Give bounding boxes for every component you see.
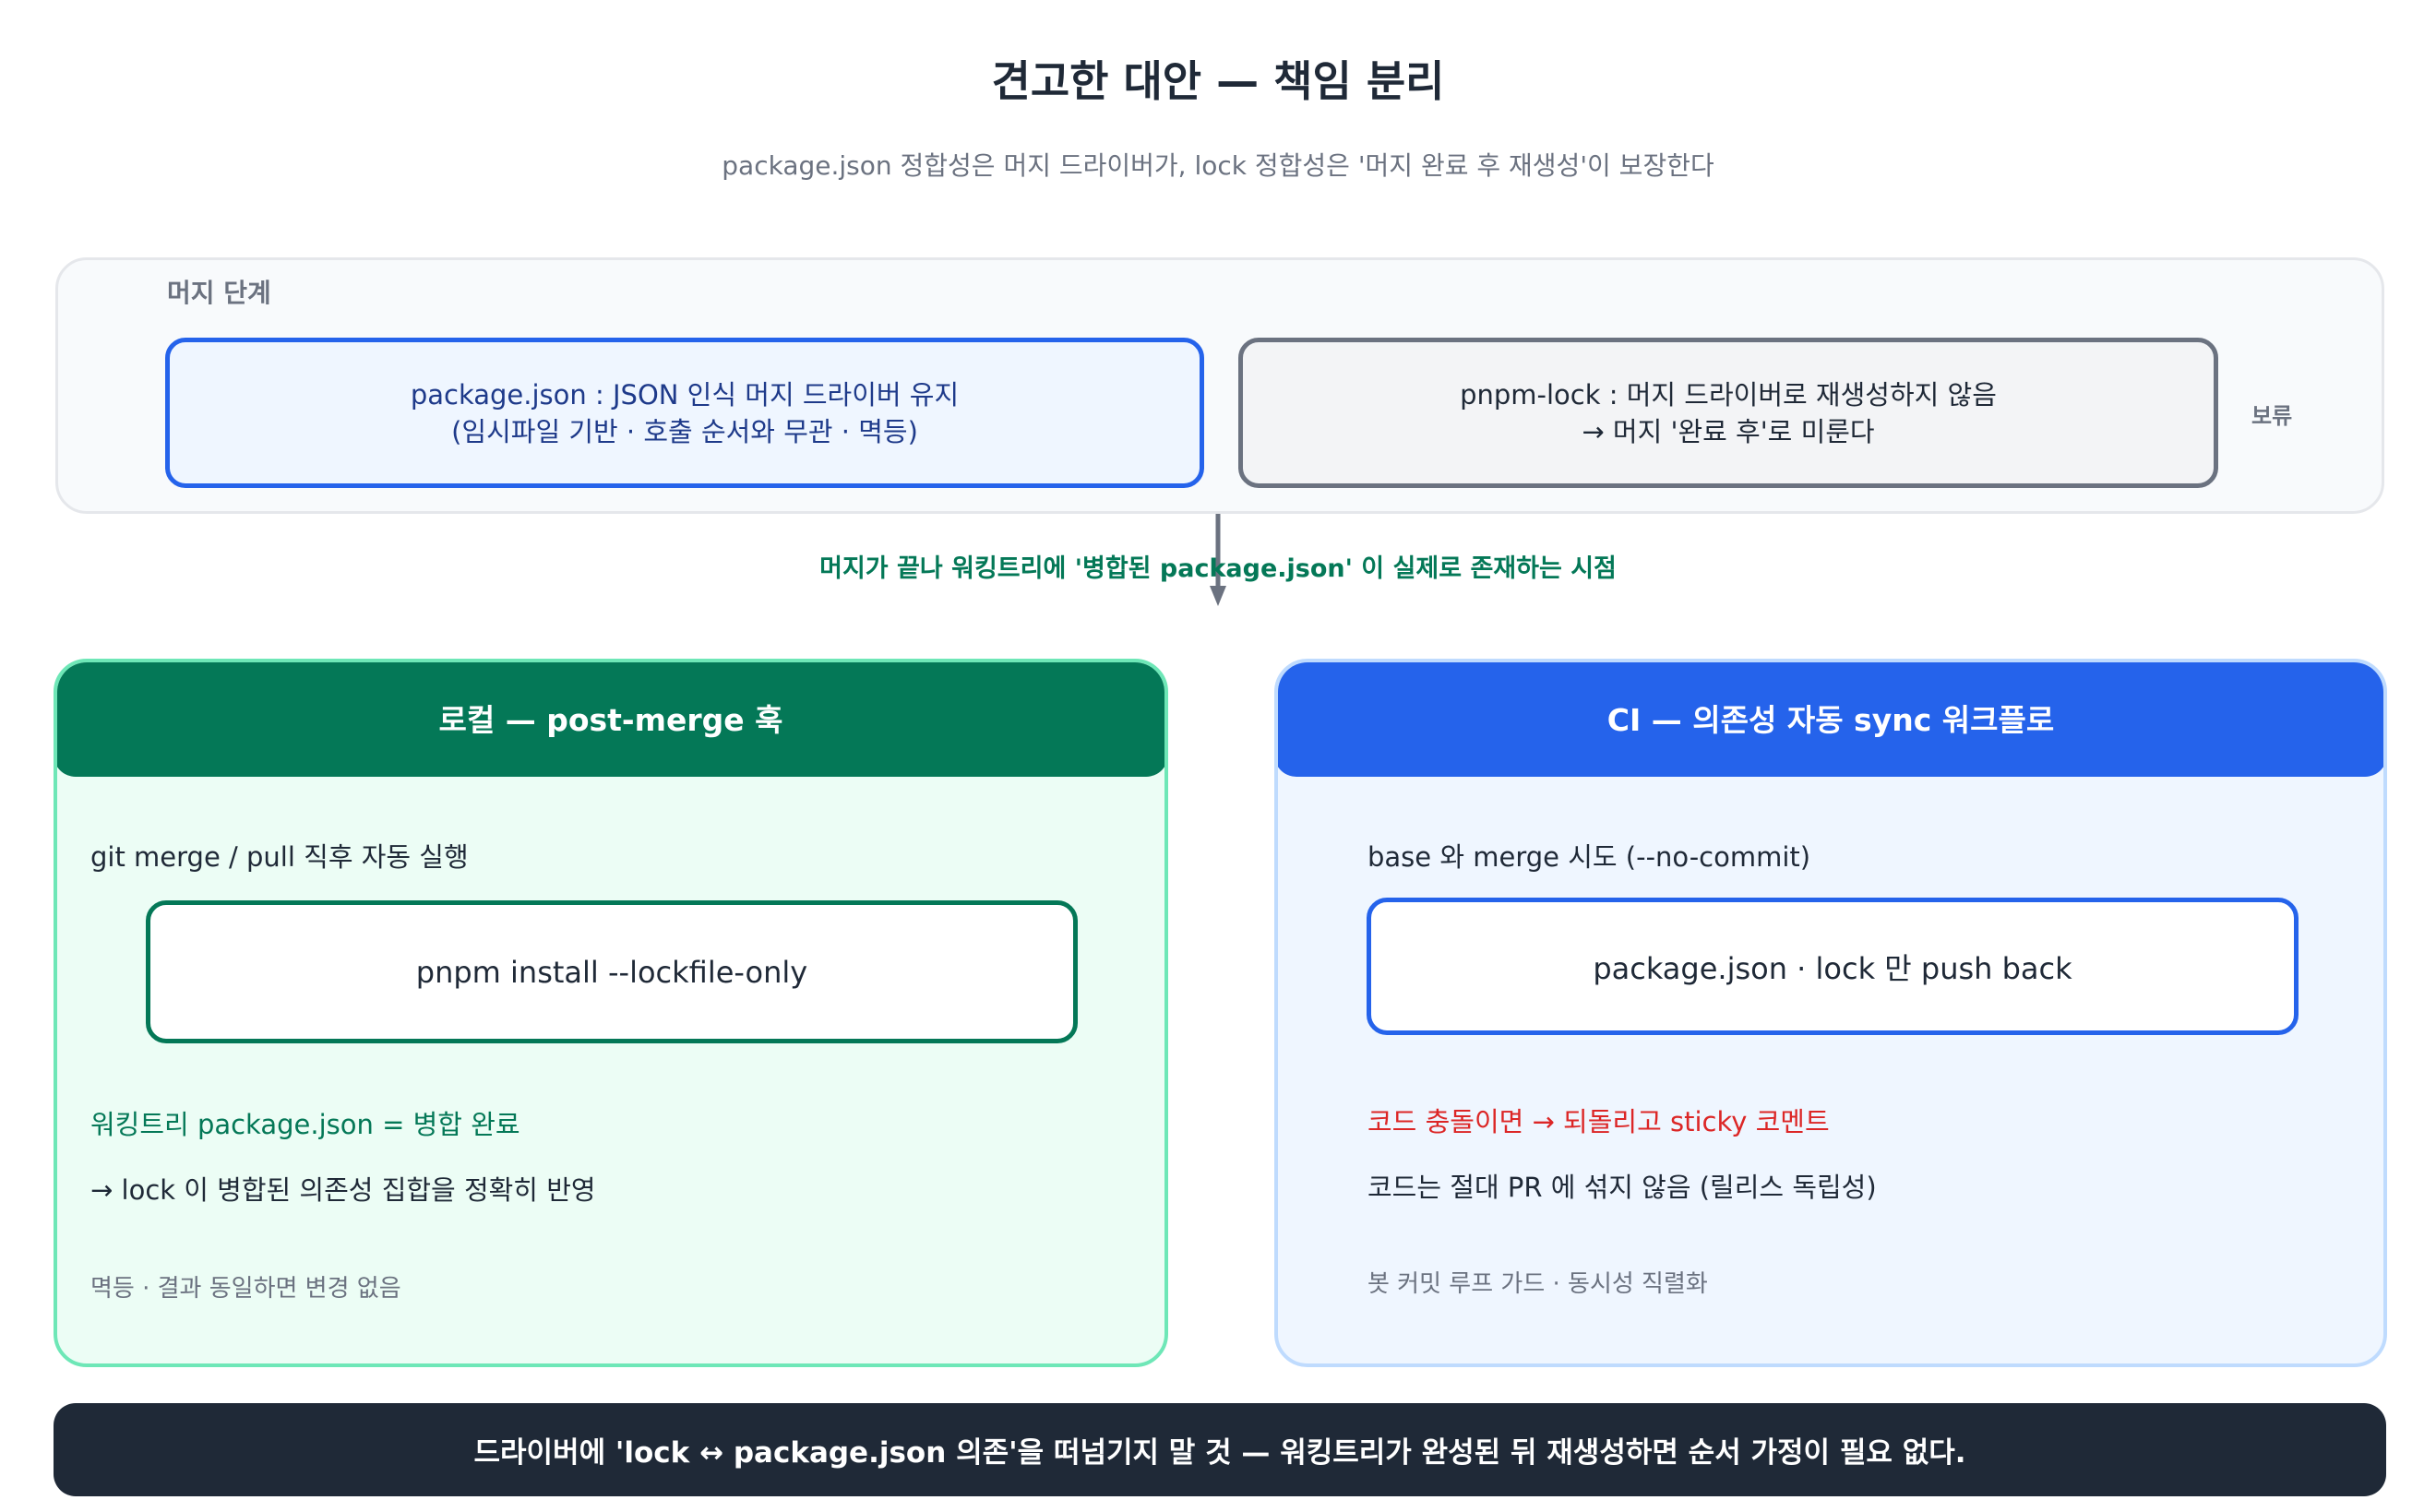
local-note-merged: 워킹트리 package.json = 병합 완료 <box>90 1109 520 1140</box>
local-footnote: 멱등 · 결과 동일하면 변경 없음 <box>90 1275 401 1303</box>
ci-panel-header: CI — 의존성 자동 sync 워크플로 <box>1278 662 2383 777</box>
ci-footnote: 봇 커밋 루프 가드 · 동시성 직렬화 <box>1367 1270 1708 1298</box>
local-step-text: git merge / pull 직후 자동 실행 <box>90 841 469 873</box>
pnpm-lock-box-line2: → 머지 '완료 후'로 미룬다 <box>1582 415 1875 447</box>
down-arrow-icon <box>1210 514 1226 606</box>
page-title: 견고한 대안 — 책임 분리 <box>991 56 1445 106</box>
hold-label: 보류 <box>2251 403 2293 429</box>
bottom-conclusion-banner: 드라이버에 'lock ↔ package.json 의존'을 떠넘기지 말 것… <box>54 1403 2386 1496</box>
local-command-box: pnpm install --lockfile-only <box>146 900 1078 1043</box>
ci-push-back-box: package.json · lock 만 push back <box>1367 898 2299 1035</box>
ci-step-text: base 와 merge 시도 (--no-commit) <box>1367 841 1811 873</box>
package-json-box-line1: package.json : JSON 인식 머지 드라이버 유지 <box>410 378 960 411</box>
merge-stage-label: 머지 단계 <box>167 278 271 308</box>
ci-note-conflict: 코드 충돌이면 → 되돌리고 sticky 코멘트 <box>1367 1106 1830 1137</box>
page-subtitle: package.json 정합성은 머지 드라이버가, lock 정합성은 '머… <box>722 150 1714 181</box>
pnpm-lock-box-line1: pnpm-lock : 머지 드라이버로 재생성하지 않음 <box>1460 378 1997 411</box>
pnpm-lock-box: pnpm-lock : 머지 드라이버로 재생성하지 않음 → 머지 '완료 후… <box>1238 338 2218 488</box>
package-json-box-line2: (임시파일 기반 · 호출 순서와 무관 · 멱등) <box>451 415 918 447</box>
package-json-driver-box: package.json : JSON 인식 머지 드라이버 유지 (임시파일 … <box>165 338 1204 488</box>
local-panel-header: 로컬 — post-merge 훅 <box>57 662 1164 777</box>
transition-label: 머지가 끝나 워킹트리에 '병합된 package.json' 이 실제로 존재… <box>819 554 1617 583</box>
ci-note-no-code-mix: 코드는 절대 PR 에 섞지 않음 (릴리스 독립성) <box>1367 1172 1877 1203</box>
local-note-lock-reflect: → lock 이 병합된 의존성 집합을 정확히 반영 <box>90 1174 596 1206</box>
